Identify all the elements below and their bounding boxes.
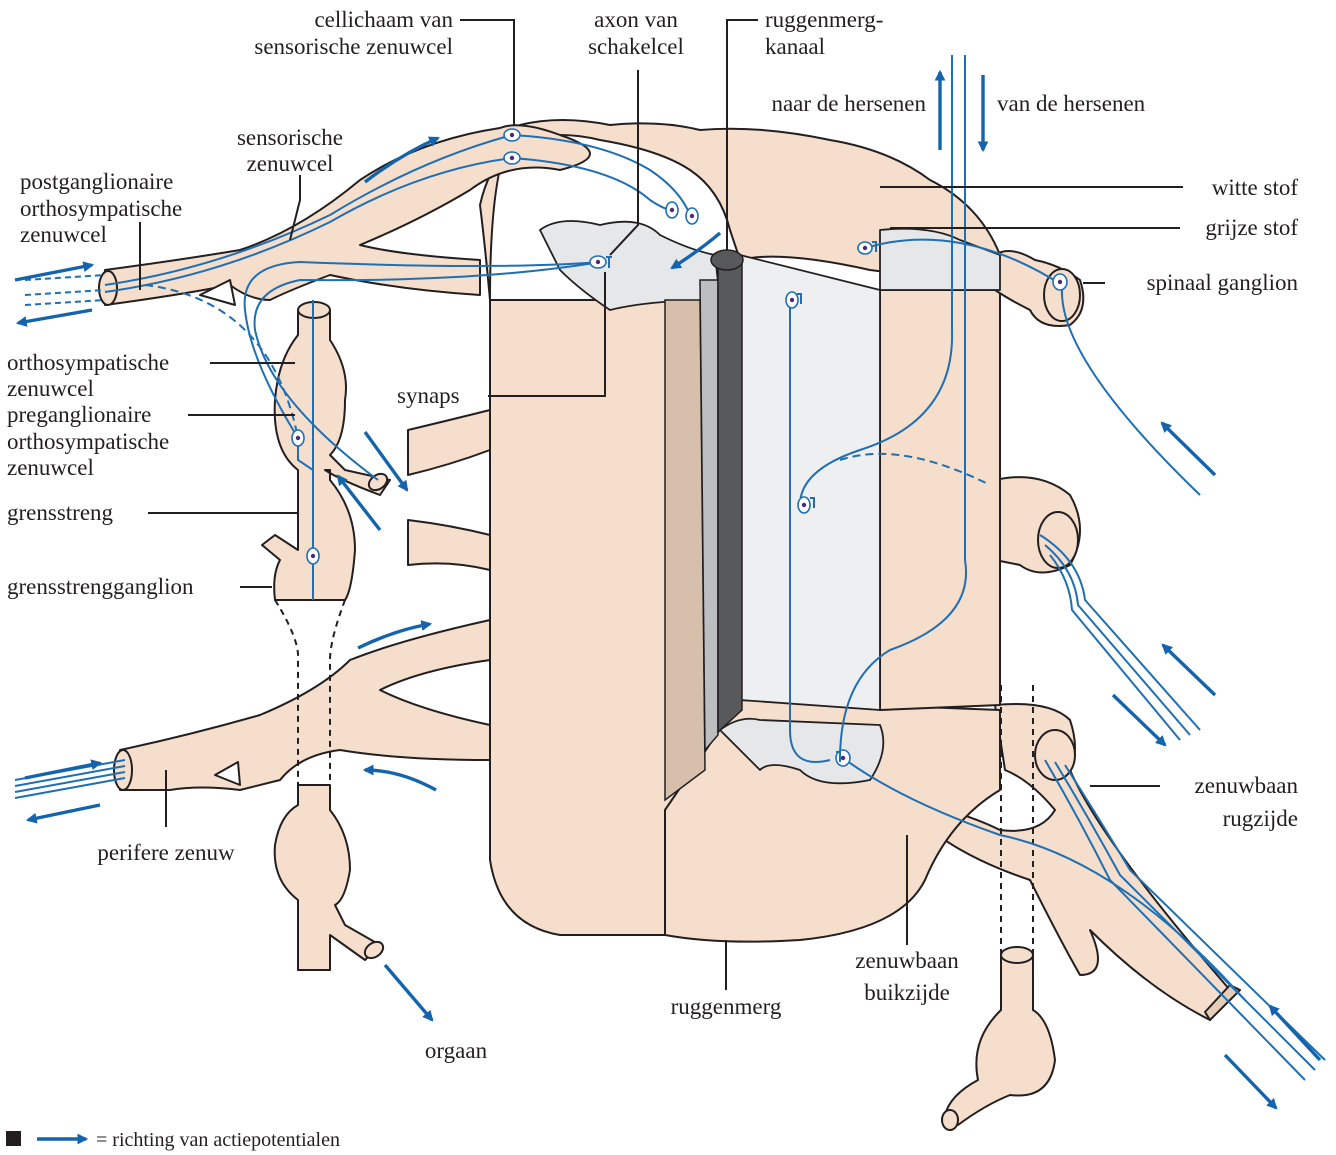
label-postganglionaire-3: zenuwcel (20, 222, 107, 247)
label-van: van de hersenen (997, 91, 1146, 116)
label-preganglionaire-2: orthosympatische (7, 429, 169, 454)
left-upper-nerve-end (99, 271, 117, 305)
direction-arrow-icon (365, 770, 436, 790)
lower-left-periph-fibres (15, 760, 125, 798)
direction-arrow-icon (385, 965, 432, 1020)
direction-arrow-icon (1163, 645, 1215, 695)
cut-strip-dark (718, 258, 742, 732)
left-connecting-root-upper (408, 410, 490, 475)
label-postganglionaire-1: postganglionaire (20, 169, 173, 194)
lower-sympathetic-ganglion (275, 785, 380, 970)
label-grijze: grijze stof (1205, 215, 1298, 240)
spinal-ganglion-axon (1062, 290, 1200, 495)
label-orthosympatische-1: orthosympatische (7, 350, 169, 375)
label-synaps: synaps (397, 383, 460, 408)
label-axon-2: schakelcel (588, 34, 684, 59)
label-sensorische-1: sensorische (237, 125, 343, 150)
label-perifere: perifere zenuw (97, 840, 235, 865)
label-grensstrengganglion: grensstrengganglion (7, 574, 194, 599)
neuron-cell-body-icon (666, 202, 678, 218)
direction-arrow-icon (15, 265, 92, 280)
label-preganglionaire-1: preganglionaire (7, 402, 151, 427)
direction-arrow-icon (1162, 423, 1215, 475)
label-cellichaam-1: cellichaam van (314, 7, 453, 32)
legend-text: = richting van actiepotentialen (96, 1129, 340, 1151)
left-lower-nerve (120, 620, 490, 790)
label-ruggenmerg: ruggenmerg (671, 994, 782, 1019)
label-kanaal-1: ruggenmerg- (765, 7, 883, 32)
label-buikzijde-1: zenuwbaan (855, 948, 959, 973)
label-kanaal-2: kanaal (765, 34, 825, 59)
label-buikzijde-2: buikzijde (864, 980, 950, 1005)
neuron-cell-body-icon (798, 497, 810, 513)
legend: = richting van actiepotentialen (6, 1129, 340, 1151)
neuron-cell-body-icon (858, 242, 872, 254)
right-sympathetic-ganglion (945, 955, 1055, 1125)
left-lower-nerve-end (114, 750, 132, 790)
label-rugzijde-1: zenuwbaan (1195, 773, 1299, 798)
neuron-cell-body-icon (307, 548, 319, 564)
canal-opening (711, 250, 743, 270)
label-axon-1: axon van (594, 7, 678, 32)
label-witte: witte stof (1212, 175, 1299, 200)
cut-strip-light (665, 300, 705, 800)
label-postganglionaire-2: orthosympatische (20, 196, 182, 221)
label-spinaal: spinaal ganglion (1147, 270, 1299, 295)
label-orgaan: orgaan (425, 1038, 488, 1063)
label-sensorische-2: zenuwcel (247, 151, 334, 176)
neuron-cell-body-icon (590, 256, 606, 268)
neuron-cell-body-icon (504, 129, 520, 141)
direction-arrow-icon (18, 310, 92, 323)
neuron-cell-body-icon (1053, 274, 1067, 290)
label-orthosympatische-2: zenuwcel (7, 376, 94, 401)
neuron-cell-body-icon (292, 430, 304, 446)
direction-arrow-icon (1225, 1055, 1276, 1108)
neuron-cell-body-icon (686, 208, 698, 224)
upper-left-periph-dashed (25, 275, 105, 305)
right-middle-root-end (1038, 512, 1078, 568)
central-canal (665, 250, 743, 800)
grey-matter-cut-face (740, 255, 880, 710)
direction-arrow-icon (25, 763, 100, 778)
label-naar: naar de hersenen (771, 91, 926, 116)
direction-arrow-icon (28, 805, 100, 820)
label-grensstreng: grensstreng (7, 500, 114, 525)
neuron-cell-body-icon (504, 152, 520, 164)
neuron-cell-body-icon (786, 292, 798, 308)
leader-cellichaam (460, 20, 514, 125)
left-connecting-root-middle (408, 520, 490, 570)
right-sympathetic-tube (1001, 947, 1033, 963)
direction-arrow-icon (1113, 695, 1165, 745)
upper-sympathetic-ganglion (262, 310, 390, 600)
legend-square-icon (6, 1131, 21, 1146)
label-preganglionaire-3: zenuwcel (7, 455, 94, 480)
middle-root-fibres (1040, 535, 1200, 740)
right-sympathetic-branch-end (942, 1110, 958, 1130)
label-rugzijde-2: rugzijde (1223, 806, 1298, 831)
label-cellichaam-2: sensorische zenuwcel (254, 34, 453, 59)
